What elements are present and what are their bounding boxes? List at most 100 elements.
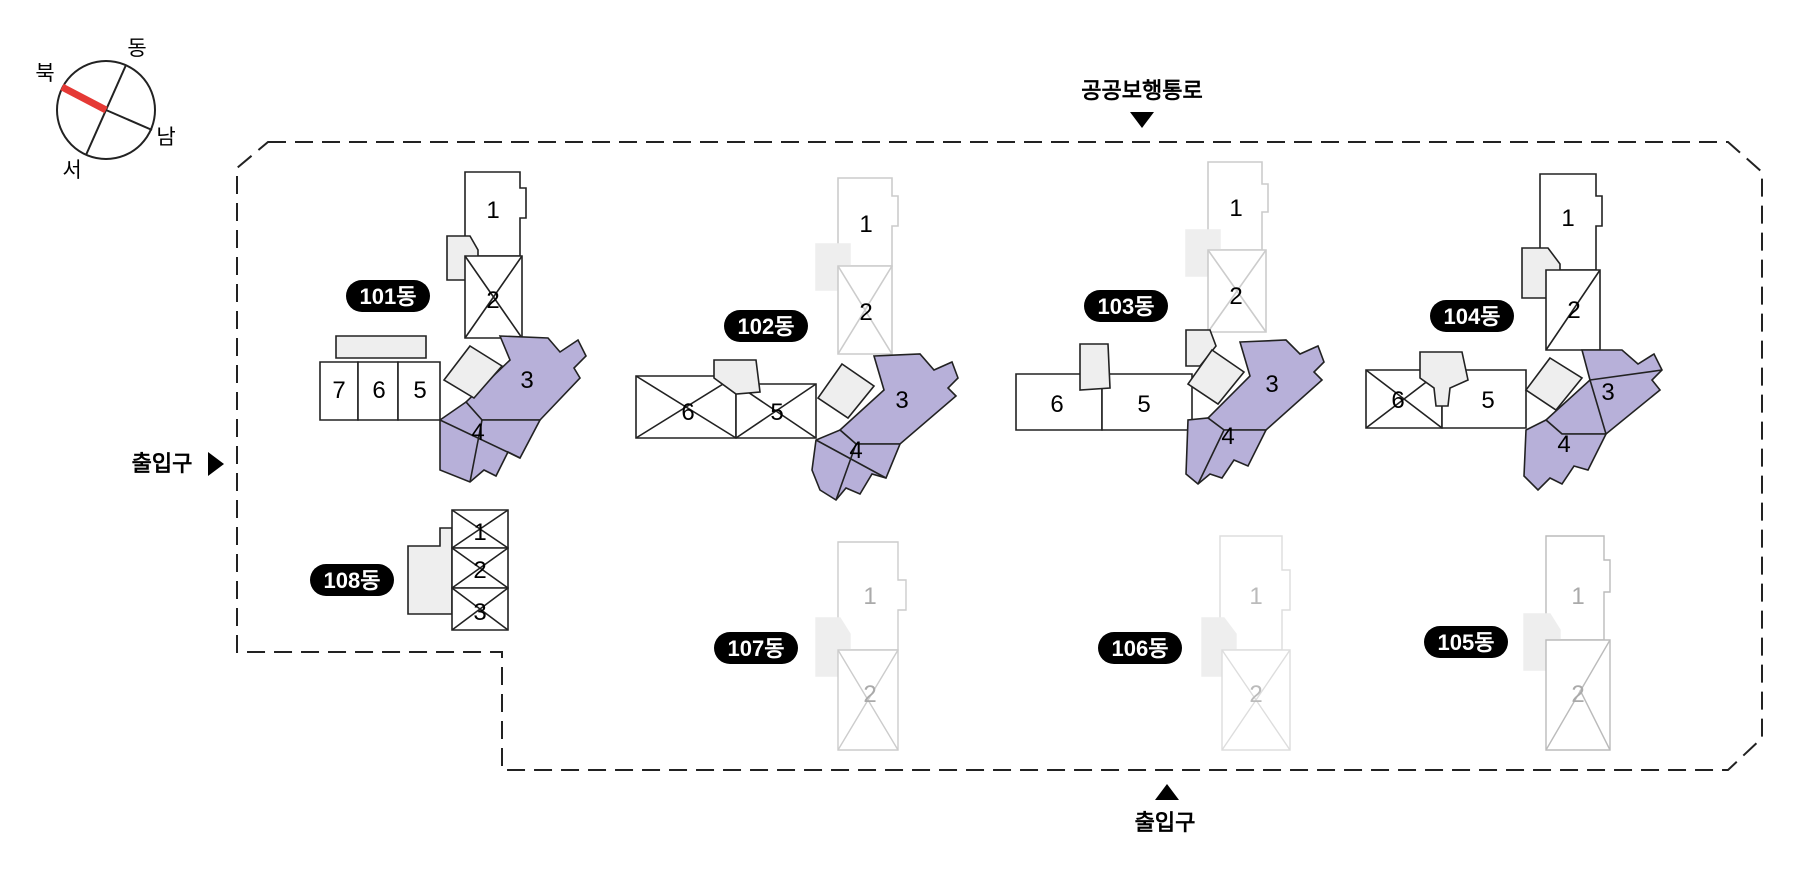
- badge-bg: [1424, 626, 1508, 658]
- building-104: [1365, 173, 1663, 492]
- badge-105[interactable]: 105동: [1424, 626, 1508, 658]
- unit-label: 1: [486, 197, 499, 224]
- unit-label: 2: [1567, 297, 1580, 324]
- building-105: [1523, 535, 1611, 751]
- unit-label: 6: [1050, 391, 1063, 418]
- compass-west-label: 서: [62, 159, 81, 182]
- unit-2-diagonals: [1207, 249, 1267, 333]
- unit-label: 2: [859, 299, 872, 326]
- unit-6-diagonals: [635, 375, 737, 439]
- unit-label: 2: [473, 557, 486, 584]
- unit-label: 2: [863, 681, 876, 708]
- badge-101[interactable]: 101동: [346, 280, 430, 312]
- building-108: [407, 509, 509, 631]
- compass-east-label: 동: [127, 37, 146, 60]
- building-badges: 101동 102동 103동 104동 105동 106동 107동 108동: [310, 280, 1514, 664]
- core-center: [442, 344, 504, 400]
- badge-104[interactable]: 104동: [1430, 300, 1514, 332]
- building-107: [815, 541, 907, 751]
- entrance-bottom-label: 출입구: [1135, 810, 1196, 835]
- core-left: [1079, 343, 1111, 391]
- unit-3: [1544, 349, 1663, 435]
- badge-bg: [724, 310, 808, 342]
- unit-label: 5: [413, 377, 426, 404]
- badge-label: 107동: [728, 636, 785, 661]
- unit-label: 1: [473, 519, 486, 546]
- unit-label: 5: [1481, 387, 1494, 414]
- unit-label: 1: [1561, 205, 1574, 232]
- unit-2-lines: [1545, 639, 1611, 751]
- unit-label: 2: [1229, 283, 1242, 310]
- badge-107[interactable]: 107동: [714, 632, 798, 664]
- badge-103[interactable]: 103동: [1084, 290, 1168, 322]
- building-102-unit-labels: 1 2 3 4 5 6: [681, 211, 908, 464]
- badge-bg: [346, 280, 430, 312]
- unit-4-diagonals: [815, 439, 887, 501]
- walkway-label: 공공보행통로: [1081, 78, 1202, 103]
- compass-south-label: 남: [156, 126, 175, 149]
- unit-label: 6: [681, 399, 694, 426]
- unit-label: 3: [520, 367, 533, 394]
- unit-label: 3: [1265, 371, 1278, 398]
- core-center: [1524, 356, 1584, 412]
- compass-north-needle: [60, 83, 108, 114]
- site-boundary: [236, 141, 1763, 771]
- entrance-left-arrow-icon: [208, 452, 224, 476]
- building-102: [635, 177, 959, 502]
- core: [407, 527, 453, 615]
- unit-4: [811, 429, 902, 502]
- badge-label: 101동: [360, 284, 417, 309]
- building-107-unit-labels: 1 2: [863, 583, 876, 708]
- unit-3-lines: [1589, 369, 1663, 435]
- badge-102[interactable]: 102동: [724, 310, 808, 342]
- unit-label: 1: [1249, 583, 1262, 610]
- unit-label: 4: [849, 437, 862, 464]
- left-entrance: 출입구: [132, 451, 224, 476]
- compass-axis-south: [105, 109, 153, 131]
- unit-5: [1441, 369, 1527, 429]
- unit-label: 2: [1571, 681, 1584, 708]
- badge-label: 103동: [1098, 294, 1155, 319]
- unit-2-diagonals: [464, 255, 523, 339]
- core-left: [713, 359, 761, 395]
- unit-label: 1: [1571, 583, 1584, 610]
- unit-1-diagonals: [451, 509, 509, 549]
- unit-4-line: [1197, 429, 1225, 485]
- badge-bg: [1084, 290, 1168, 322]
- building-101: [319, 171, 587, 483]
- unit-2-diagonals: [1221, 649, 1291, 751]
- unit-label: 6: [1391, 387, 1404, 414]
- unit-label: 7: [332, 377, 345, 404]
- unit-label: 5: [1137, 391, 1150, 418]
- badge-label: 108동: [324, 568, 381, 593]
- building-101-unit-labels: 1 2 3 4 5 6 7: [332, 197, 533, 446]
- building-103-unit-labels: 1 2 3 4 5 6: [1050, 195, 1278, 450]
- core-left: [1419, 351, 1469, 407]
- badge-106[interactable]: 106동: [1098, 632, 1182, 664]
- unit-label: 2: [486, 287, 499, 314]
- building-106: [1201, 535, 1291, 751]
- building-108-unit-labels: 1 2 3: [473, 519, 486, 626]
- badge-label: 104동: [1444, 304, 1501, 329]
- unit-2-diagonals: [451, 547, 509, 589]
- compass: 북 동 남 서: [35, 37, 175, 182]
- badge-bg: [1098, 632, 1182, 664]
- building-105-unit-labels: 1 2: [1571, 583, 1584, 708]
- unit-label: 4: [1221, 423, 1234, 450]
- unit-2-diagonals: [837, 649, 899, 751]
- badge-bg: [310, 564, 394, 596]
- badge-108[interactable]: 108동: [310, 564, 394, 596]
- unit-label: 4: [471, 419, 484, 446]
- badge-label: 106동: [1112, 636, 1169, 661]
- core-left: [335, 335, 427, 359]
- unit-label: 6: [372, 377, 385, 404]
- unit-2-diagonal: [1545, 269, 1601, 351]
- unit-label: 5: [770, 399, 783, 426]
- unit-label: 1: [859, 211, 872, 238]
- unit-label: 3: [895, 387, 908, 414]
- top-walkway: 공공보행통로: [1081, 78, 1203, 128]
- unit-label: 1: [863, 583, 876, 610]
- building-106-unit-labels: 1 2: [1249, 583, 1262, 708]
